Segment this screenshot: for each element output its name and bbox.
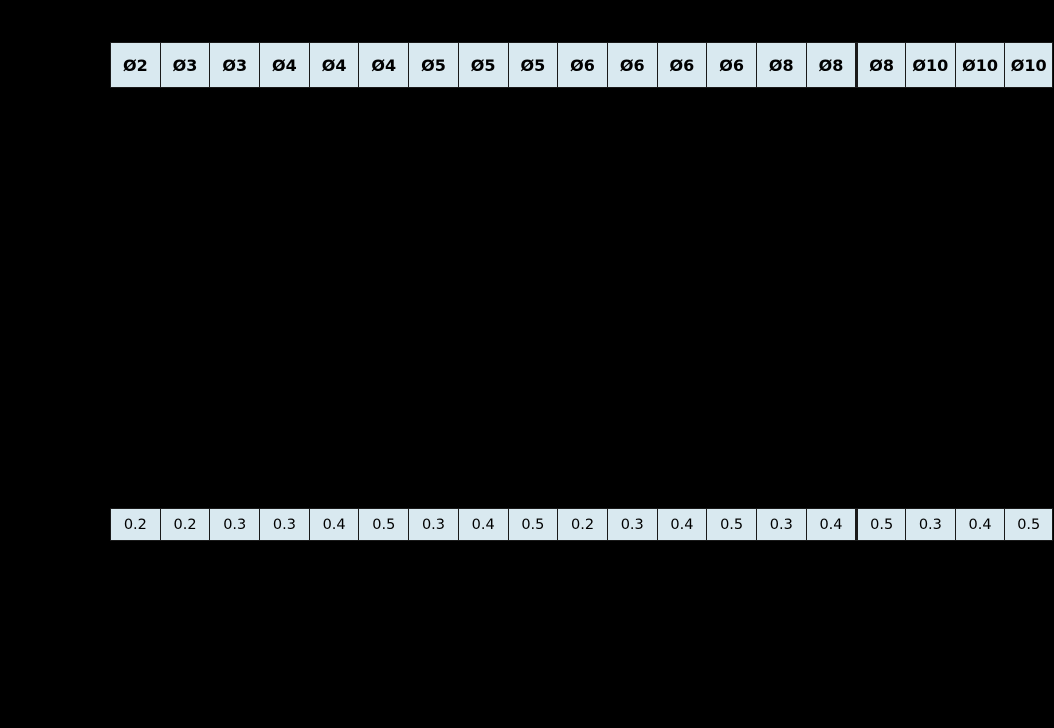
table-cell: 0.4 <box>308 508 359 541</box>
table-cell: 0.5 <box>706 508 756 541</box>
table-cell: Ø8 <box>855 42 905 88</box>
table-cell: 0.5 <box>358 508 409 541</box>
table-cell: 0.5 <box>855 508 905 541</box>
table-cell: Ø10 <box>905 42 955 88</box>
table-cell: Ø6 <box>557 42 607 88</box>
table-cell: Ø5 <box>507 42 558 88</box>
table-cell: Ø6 <box>706 42 756 88</box>
table-cell: Ø3 <box>159 42 210 88</box>
table-cell: 0.2 <box>110 508 160 541</box>
table-cell: 0.3 <box>259 508 309 541</box>
table-cell: Ø8 <box>755 42 806 88</box>
table-cell: Ø4 <box>308 42 359 88</box>
table-cell: 0.5 <box>507 508 558 541</box>
table-cell: 0.3 <box>606 508 657 541</box>
table-cell: Ø10 <box>954 42 1005 88</box>
table-cell: 0.3 <box>755 508 806 541</box>
table-cell: Ø10 <box>1004 42 1054 88</box>
table-cell: Ø2 <box>110 42 160 88</box>
table-cell: Ø3 <box>209 42 260 88</box>
table-cell: Ø6 <box>656 42 707 88</box>
table-cell: Ø5 <box>408 42 458 88</box>
table-cell: Ø5 <box>457 42 508 88</box>
table-cell: Ø4 <box>358 42 409 88</box>
table-cell: 0.4 <box>457 508 508 541</box>
table-cell: 0.4 <box>805 508 856 541</box>
table-cell: Ø6 <box>606 42 657 88</box>
table-cell: Ø4 <box>259 42 309 88</box>
table-cell: 0.3 <box>408 508 458 541</box>
table-cell: 0.4 <box>656 508 707 541</box>
table-cell: Ø8 <box>805 42 856 88</box>
table-cell: 0.5 <box>1004 508 1054 541</box>
table-cell: 0.2 <box>557 508 607 541</box>
table-cell: 0.3 <box>905 508 955 541</box>
table-cell: 0.4 <box>954 508 1005 541</box>
table-cell: 0.2 <box>159 508 210 541</box>
table-cell: 0.3 <box>209 508 260 541</box>
